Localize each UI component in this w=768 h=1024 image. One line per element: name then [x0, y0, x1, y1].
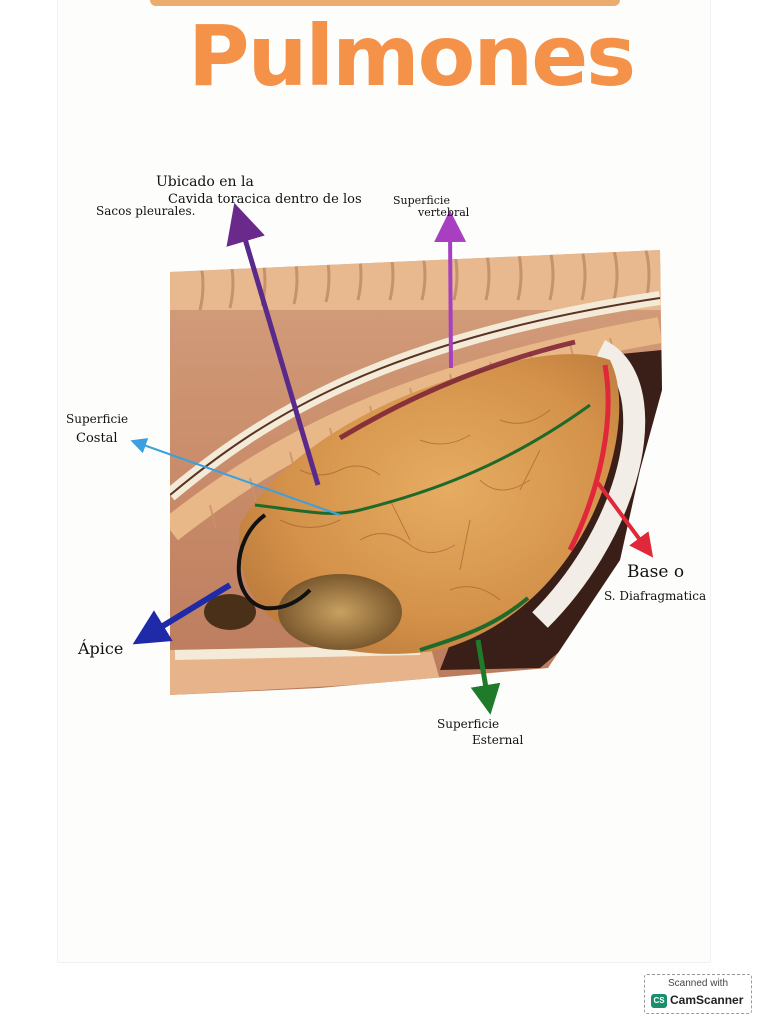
red-arrow [596, 481, 654, 558]
apex-outline [236, 513, 312, 611]
label-ubicado-2: Cavida toracica dentro de los [168, 192, 362, 207]
label-ubicado-1: Ubicado en la [156, 174, 254, 190]
green-curve [254, 403, 591, 515]
dorsal-border-line [338, 339, 576, 441]
navy-arrow [132, 582, 232, 645]
label-esternal-1: Superficie [437, 717, 500, 731]
label-ubicado-3: Sacos pleurales. [96, 204, 196, 218]
sternal-border-line [419, 596, 530, 652]
scanner-brand: CamScanner [670, 993, 744, 1007]
label-base-2: S. Diafragmatica [604, 589, 707, 603]
scanner-caption: Scanned with [667, 978, 729, 989]
label-costal-2: Costal [76, 431, 118, 446]
heart-shape [278, 574, 402, 650]
label-apice: Ápice [78, 639, 124, 658]
label-base-1: Base o [627, 562, 685, 582]
label-vertebral-1: Superficie [393, 194, 450, 207]
magenta-arrow [434, 210, 467, 369]
label-costal-1: Superficie [66, 412, 129, 426]
diaphragm-border-line [567, 364, 611, 552]
green-arrow [470, 639, 501, 715]
thorax-photo [170, 250, 662, 695]
blue-arrow [130, 438, 341, 516]
purple-arrow [226, 202, 321, 486]
camscanner-logo-icon: CS [651, 994, 667, 1008]
label-vertebral-2: vertebral [418, 206, 470, 219]
label-esternal-2: Esternal [472, 733, 524, 747]
tape-strip [150, 0, 620, 6]
page-title: Pulmones [188, 7, 636, 105]
camscanner-badge: Scanned with CS CamScanner [644, 974, 752, 1014]
